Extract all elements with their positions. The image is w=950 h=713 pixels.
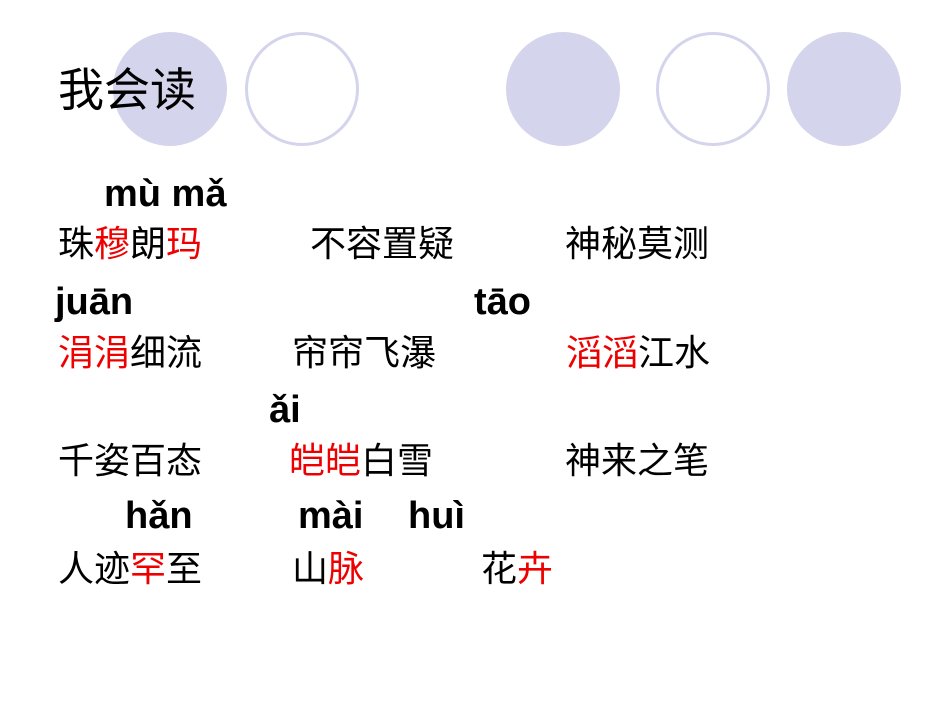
- word-zhumulangma: 珠穆朗玛: [58, 222, 202, 268]
- pinyin-tao: tāo: [474, 281, 531, 323]
- highlighted-char: 脉: [328, 549, 365, 590]
- word-juanjuanxiliu: 涓涓细流: [58, 331, 202, 377]
- decor-circle-5: [787, 32, 901, 146]
- word-lianlianfeipu: 帘帘飞瀑: [292, 333, 437, 374]
- pinyin-han: hǎn: [125, 495, 193, 537]
- pinyin-mu-ma: mù mǎ: [104, 173, 227, 215]
- word-part: 朗: [130, 224, 167, 265]
- page-title: 我会读: [58, 63, 196, 117]
- word-part: 山: [292, 549, 329, 590]
- word-burongzhiyi: 不容置疑: [310, 224, 455, 265]
- pinyin-ai: ǎi: [269, 389, 301, 431]
- word-taotaojiangshui: 滔滔江水: [566, 331, 710, 377]
- highlighted-char: 皑皑: [289, 441, 362, 482]
- decor-circle-2: [245, 32, 359, 146]
- word-shenmimoce: 神秘莫测: [565, 224, 710, 265]
- word-aiaibaixue: 皑皑白雪: [289, 439, 433, 485]
- decor-circle-1: [113, 32, 227, 146]
- pinyin-hui: huì: [408, 495, 465, 537]
- highlighted-char: 玛: [166, 224, 203, 265]
- word-part: 至: [166, 549, 203, 590]
- pinyin-juan: juān: [55, 281, 134, 323]
- decor-circle-3: [506, 32, 620, 146]
- pinyin-mai: mài: [298, 495, 364, 537]
- highlighted-char: 罕: [130, 549, 167, 590]
- highlighted-char: 卉: [517, 549, 554, 590]
- decor-circle-4: [656, 32, 770, 146]
- highlighted-char: 穆: [94, 224, 131, 265]
- word-part: 白雪: [361, 441, 434, 482]
- word-part: 珠: [58, 224, 95, 265]
- word-shanmai: 山脉: [292, 547, 364, 593]
- word-huahui: 花卉: [481, 547, 553, 593]
- word-qianzibaitai: 千姿百态: [58, 441, 203, 482]
- highlighted-char: 涓涓: [58, 333, 131, 374]
- word-part: 人迹: [58, 549, 131, 590]
- highlighted-char: 滔滔: [566, 333, 639, 374]
- word-part: 花: [481, 549, 518, 590]
- word-part: 江水: [638, 333, 711, 374]
- word-part: 细流: [130, 333, 203, 374]
- word-renjihanzhi: 人迹罕至: [58, 547, 202, 593]
- word-shenlaizhibi: 神来之笔: [565, 441, 710, 482]
